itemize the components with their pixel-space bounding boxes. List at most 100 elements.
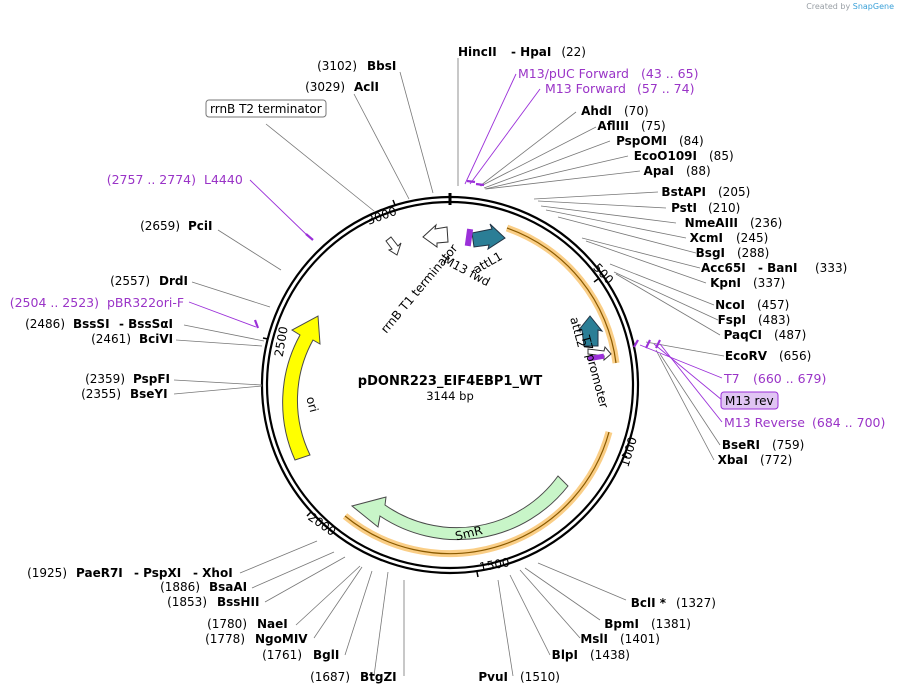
primer-m13-forward[interactable]: M13 Forward [545,81,626,96]
plasmid-length: 3144 bp [426,389,474,403]
feature-rrnb-t1[interactable] [422,223,449,248]
site-xbai-pos: (772) [760,453,792,467]
primer-m13puc-forward-range: (43 .. 65) [641,66,698,81]
site-paer7i-pos: (1925) [27,566,67,580]
primer-l4440[interactable]: L4440 [204,172,243,187]
site-bsshii-name[interactable]: BssHII [217,595,259,609]
site-ecoo109i-name[interactable]: EcoO109I [634,149,697,163]
feature-rrnb-t2[interactable] [385,236,402,256]
site-bcli-pos: (1327) [676,596,716,610]
site-pvui-name[interactable]: PvuI [478,670,508,684]
primer-labels: M13/pUC Forward (43 .. 65) M13 Forward (… [10,66,886,430]
credit-brand: SnapGene [852,2,894,11]
site-bcli-name[interactable]: BclI * [631,596,667,610]
site-bseri-name[interactable]: BseRI [722,438,760,452]
site-pcii-name[interactable]: PciI [188,219,213,233]
site-pvui-pos: (1510) [520,670,560,684]
site-blpi-pos: (1438) [590,648,630,662]
site-bsgi-name[interactable]: BsgI [696,246,725,260]
feature-smr[interactable] [350,475,569,541]
site-ahdi-pos: (70) [624,104,649,118]
site-ecorv-pos: (656) [779,349,811,363]
site-psti-name[interactable]: PstI [671,201,697,215]
site-btgzi-name[interactable]: BtgZI [360,670,397,684]
site-xhoi-name[interactable]: - XhoI [193,566,233,580]
feature-attl1[interactable] [471,223,506,251]
site-bpmi-name[interactable]: BpmI [604,617,639,631]
site-acli-name[interactable]: AclI [354,80,379,94]
site-naei-pos: (1780) [207,617,247,631]
primer-m13-rev-box[interactable] [720,391,779,410]
primer-m13-rev[interactable]: M13 rev [725,394,774,408]
site-ecorv-name[interactable]: EcoRV [725,349,768,363]
site-paer7i-name[interactable]: PaeR7I [76,566,123,580]
site-naei-name[interactable]: NaeI [257,617,288,631]
primer-m13-reverse[interactable]: M13 Reverse [724,415,805,430]
site-bbsi[interactable]: (3102) [317,59,357,73]
site-xbai-name[interactable]: XbaI [718,453,748,467]
site-hpai[interactable]: - HpaI(22) [511,45,586,59]
site-drdi-name[interactable]: DrdI [159,274,188,288]
feature-m13fwd[interactable] [464,228,474,247]
site-pspomi-pos: (84) [679,134,704,148]
tick-1500: 1500 [478,555,511,574]
site-pspfi-pos: (2359) [85,372,125,386]
site-afliii-name[interactable]: AflIII [597,119,629,133]
site-ahdi-name[interactable]: AhdI [581,104,612,118]
site-apai-name[interactable]: ApaI [644,164,674,178]
site-bgli-pos: (1761) [262,648,302,662]
site-bcivi-name[interactable]: BciVI [139,332,173,346]
site-bsaai-name[interactable]: BsaAI [209,580,247,594]
site-bani-pos: (333) [815,261,847,275]
site-bstapi-name[interactable]: BstAPI [661,185,706,199]
site-blpi-name[interactable]: BlpI [552,648,578,662]
site-apai-pos: (88) [686,164,711,178]
feature-attl2[interactable] [576,315,604,347]
site-bbsi-name[interactable]: BbsI [367,59,396,73]
site-msli-name[interactable]: MslI [580,632,608,646]
feature-label-ori: ori [303,395,321,414]
feature-ori[interactable] [282,315,321,461]
site-pcii-pos: (2659) [140,219,180,233]
site-bseyi-name[interactable]: BseYI [130,387,168,401]
site-kpni-name[interactable]: KpnI [710,276,741,290]
site-xcmi-name[interactable]: XcmI [690,231,723,245]
site-labels-right: AhdI (70) AflIII (75) PspOMI (84) EcoO10… [581,104,847,467]
feature-m13rev-bar[interactable] [587,353,605,362]
site-hincii[interactable]: HincII [458,45,497,59]
primer-pbr322ori-f[interactable]: pBR322ori-F [107,295,184,310]
site-paqci-name[interactable]: PaqCI [724,328,762,342]
primer-connectors [188,73,723,423]
site-acc65i-name[interactable]: Acc65I [701,261,746,275]
site-bgli-name[interactable]: BglI [313,648,339,662]
primer-t7[interactable]: T7 [723,371,740,386]
site-fspi-name[interactable]: FspI [718,313,746,327]
site-pspfi-name[interactable]: PspFI [133,372,170,386]
rrnb-t2-label-box: rrnB T2 terminator [205,99,327,118]
site-labels-bottom-left: (1687) BtgZI (1761) BglI (1778) NgoMIV (… [27,566,397,684]
site-bcivi-pos: (2461) [91,332,131,346]
site-bani-name[interactable]: - BanI [758,261,797,275]
site-ncoi-name[interactable]: NcoI [715,298,745,312]
site-bseyi-pos: (2355) [81,387,121,401]
orf-arc-1 [505,224,620,364]
feature-label-smr: SmR [454,523,484,543]
site-nmeaiii-name[interactable]: NmeAIII [685,216,738,230]
orf-arc-2-core [344,431,610,555]
site-kpni-pos: (337) [753,276,785,290]
snapgene-credit: Created by SnapGene [806,2,894,11]
site-bsaai-pos: (1886) [160,580,200,594]
site-bseri-pos: (759) [772,438,804,452]
site-pspxi-name[interactable]: - PspXI [134,566,181,580]
site-bsssi-name[interactable]: BssSI [73,317,110,331]
primer-pbr322ori-f-range: (2504 .. 2523) [10,295,99,310]
site-bsssai-name[interactable]: - BssSαI [119,317,173,331]
site-acli-pos: (3029) [305,80,345,94]
site-ncoi-pos: (457) [757,298,789,312]
primer-m13-forward-range: (57 .. 74) [637,81,694,96]
site-pspomi-name[interactable]: PspOMI [616,134,667,148]
primer-m13puc-forward[interactable]: M13/pUC Forward [518,66,629,81]
feature-t7-promoter[interactable] [587,345,612,362]
site-ngomiv-name[interactable]: NgoMIV [255,632,308,646]
